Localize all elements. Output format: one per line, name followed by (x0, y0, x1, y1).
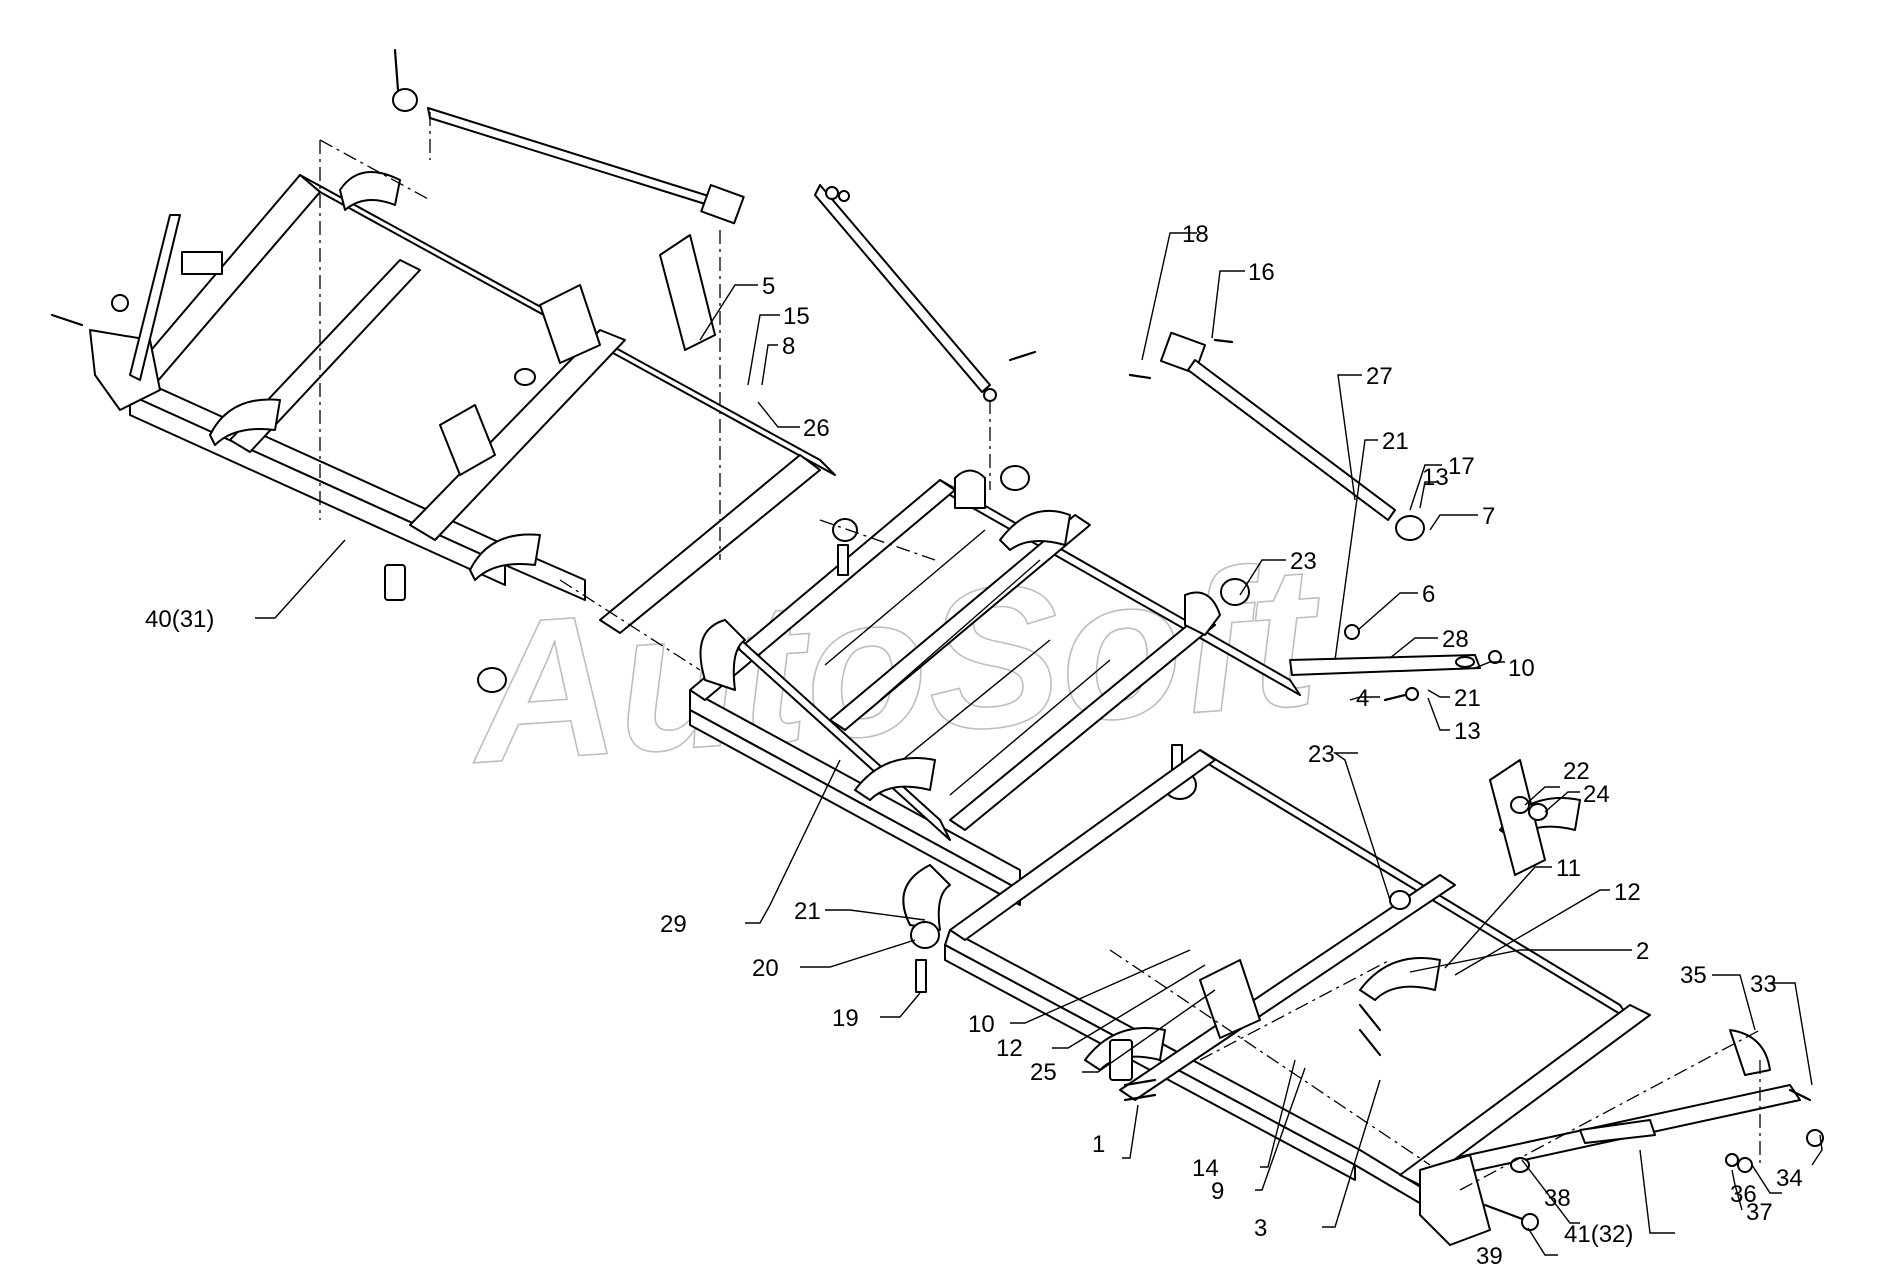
callout-12-right: 12 (1614, 879, 1641, 906)
callout-33: 33 (1750, 971, 1777, 998)
callout-28: 27 (1366, 363, 1393, 390)
callout-16: 19 (832, 1005, 859, 1032)
right-tie-rod (1128, 331, 1502, 702)
callout-23-top: 23 (1290, 548, 1317, 575)
callout-7: 7 (1482, 503, 1495, 530)
left-frame-section (50, 171, 858, 693)
callout-20: 21 (794, 898, 821, 925)
callout-1: 1 (1092, 1131, 1105, 1158)
callout-10-left: 10 (968, 1011, 995, 1038)
callout-8: 8 (782, 333, 795, 360)
callout-6: 6 (1422, 581, 1435, 608)
callout-24: 24 (1583, 781, 1610, 808)
callout-25: 25 (1030, 1059, 1057, 1086)
callout-35: 36 (1730, 1181, 1757, 1208)
callout-27: 26 (803, 415, 830, 442)
callout-13-mid: 13 (1454, 718, 1481, 745)
callout-10-right: 10 (1508, 655, 1535, 682)
callout-18: 17 (1448, 453, 1475, 480)
upper-tie-rod (392, 48, 1037, 402)
callout-17: 16 (1248, 259, 1275, 286)
callout-34: 34 (1776, 1165, 1803, 1192)
callout-4: 4 (1356, 685, 1369, 712)
center-frame-section (689, 465, 1301, 993)
callout-12-left: 12 (996, 1035, 1023, 1062)
callout-36: 35 (1680, 962, 1707, 989)
callout-38: 38 (1544, 1185, 1571, 1212)
callout-3: 3 (1254, 1215, 1267, 1242)
callout-41-32: 41(32) (1564, 1221, 1633, 1248)
callout-40-31: 40(31) (145, 606, 214, 633)
callout-29: 28 (1442, 626, 1469, 653)
callout-11: 11 (1556, 855, 1581, 882)
callout-30: 29 (660, 911, 687, 938)
callout-15: 15 (783, 303, 810, 330)
callout-labels: 18 16 27 5 15 8 26 21 13 17 7 23 6 28 10… (145, 221, 1803, 1270)
callout-39: 39 (1476, 1243, 1503, 1270)
callout-19: 18 (1182, 221, 1209, 248)
callout-21-top: 21 (1382, 428, 1409, 455)
callout-5: 5 (762, 273, 775, 300)
callout-9: 9 (1211, 1178, 1224, 1205)
callout-14: 14 (1192, 1155, 1219, 1182)
leader-lines (255, 232, 1823, 1256)
callout-21-mid: 21 (1454, 685, 1481, 712)
callout-22: 22 (1563, 758, 1590, 785)
callout-26: 20 (752, 955, 779, 982)
callout-13-top: 13 (1422, 464, 1449, 491)
callout-23-mid: 23 (1308, 741, 1335, 768)
right-frame-section (944, 749, 1824, 1246)
callout-37: 37 (1746, 1199, 1773, 1226)
alignment-lines (319, 112, 1761, 1191)
callout-2: 2 (1636, 938, 1649, 965)
